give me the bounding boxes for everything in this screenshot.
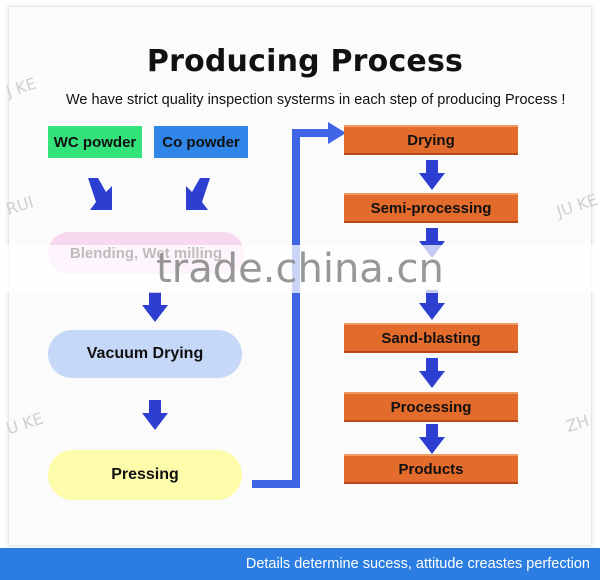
- watermark-band: trade.china.cn: [0, 245, 600, 293]
- pressing-step: Pressing: [48, 450, 242, 500]
- co-powder-box: Co powder: [154, 126, 248, 158]
- arrow-into-sand: [419, 290, 445, 320]
- arrow-vacuum-to-pressing: [142, 400, 168, 430]
- arrow-wc-to-blend: [88, 178, 112, 210]
- semi-processing-step: Semi-processing: [344, 193, 518, 223]
- wc-powder-box: WC powder: [48, 126, 142, 158]
- footer-banner: Details determine sucess, attitude creas…: [0, 548, 600, 580]
- footer-text: Details determine sucess, attitude creas…: [245, 556, 590, 572]
- arrow-co-to-blend: [186, 178, 210, 210]
- arrow-blend-to-vacuum: [142, 292, 168, 322]
- arrow-semi-to-sand: [419, 228, 445, 258]
- vacuum-drying-step: Vacuum Drying: [48, 330, 242, 378]
- processing-step: Processing: [344, 392, 518, 422]
- subtitle: We have strict quality inspection syster…: [66, 92, 566, 108]
- arrow-drying-to-semi: [419, 160, 445, 190]
- page-title: Producing Process: [146, 44, 464, 79]
- sand-blasting-step: Sand-blasting: [344, 323, 518, 353]
- drying-step: Drying: [344, 125, 518, 155]
- arrow-processing-to-products: [419, 424, 445, 454]
- products-step: Products: [344, 454, 518, 484]
- arrow-sand-to-processing: [419, 358, 445, 388]
